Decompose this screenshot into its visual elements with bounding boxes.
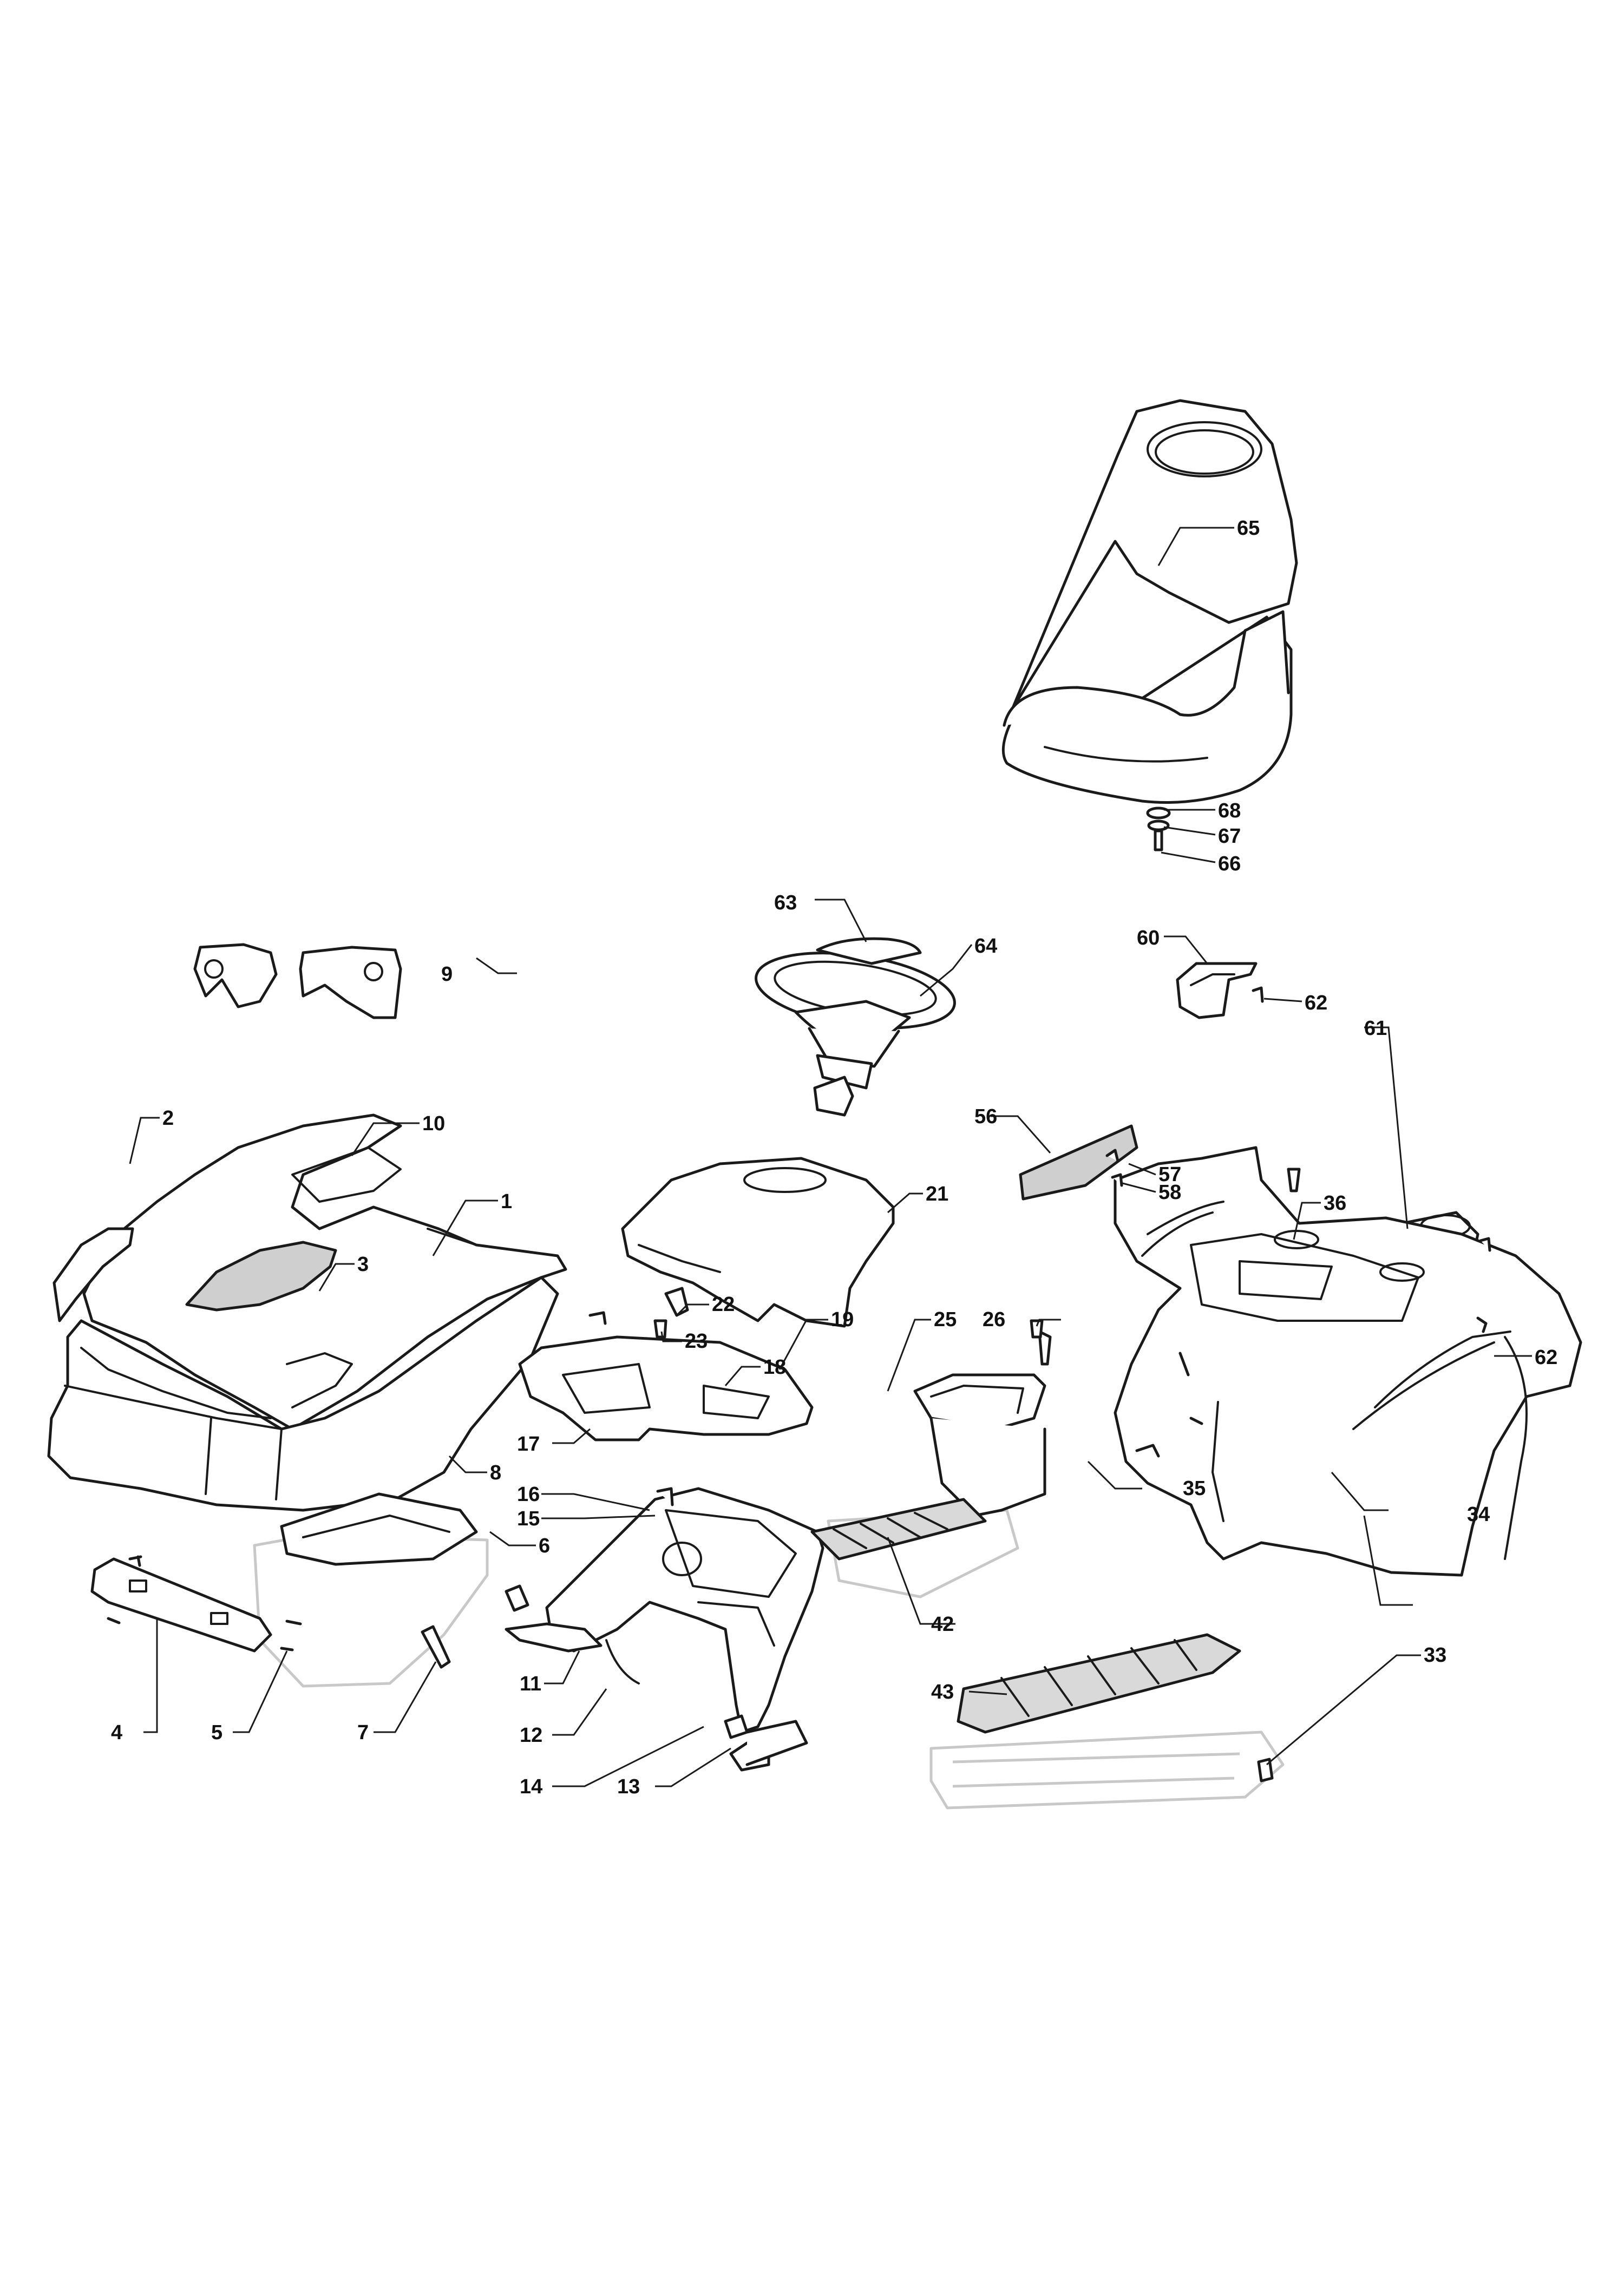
callout-56: 56 [974, 1105, 997, 1128]
callout-60: 60 [1137, 927, 1160, 949]
callout-17: 17 [517, 1433, 540, 1456]
callout-labels: 65 68 67 66 63 64 60 62 56 57 58 61 36 6… [111, 517, 1557, 1798]
callout-7: 7 [357, 1721, 369, 1744]
callout-58: 58 [1158, 1181, 1181, 1204]
callout-42: 42 [931, 1613, 954, 1636]
callout-65: 65 [1237, 517, 1260, 540]
grille-decal [193, 943, 402, 1019]
lever-cable [505, 1622, 640, 1685]
seat-hardware [1146, 807, 1171, 851]
bracket [724, 1714, 808, 1772]
callout-26: 26 [983, 1308, 1005, 1331]
callout-23: 23 [685, 1330, 708, 1353]
mounting-plate [90, 1557, 272, 1653]
callout-5: 5 [211, 1721, 222, 1744]
console-panel [545, 1487, 824, 1734]
callout-15: 15 [517, 1508, 540, 1530]
callout-14: 14 [520, 1775, 542, 1798]
callout-68: 68 [1218, 799, 1241, 822]
callout-64: 64 [974, 935, 997, 958]
battery-tray [913, 1373, 1046, 1517]
headlight-lens [185, 1241, 337, 1312]
plate-screws [107, 1555, 302, 1651]
callout-35: 35 [1183, 1477, 1206, 1500]
side-trim [53, 1227, 134, 1322]
callout-2: 2 [162, 1107, 174, 1130]
callout-62-lower: 62 [1535, 1346, 1557, 1369]
callout-11: 11 [520, 1673, 541, 1695]
callout-22: 22 [712, 1293, 735, 1316]
callout-13: 13 [617, 1775, 640, 1798]
callout-36: 36 [1324, 1192, 1346, 1215]
callout-19: 19 [831, 1308, 854, 1331]
callout-3: 3 [357, 1253, 369, 1276]
bolt [421, 1584, 529, 1669]
callout-67: 67 [1218, 825, 1241, 848]
seat [1001, 399, 1298, 804]
steering-wheel [755, 952, 956, 1117]
callout-16: 16 [517, 1483, 540, 1506]
fasteners [588, 986, 1491, 1782]
callout-43: 43 [931, 1681, 954, 1703]
floor-mat-rear [957, 1633, 1241, 1734]
callout-33: 33 [1424, 1644, 1446, 1667]
callout-1: 1 [501, 1190, 512, 1213]
shift-cover [1176, 962, 1258, 1019]
dash-panel [621, 1157, 895, 1328]
callout-4: 4 [111, 1721, 122, 1744]
steering-wheel-cap [816, 937, 922, 965]
callout-63: 63 [774, 892, 797, 914]
callout-21: 21 [926, 1183, 948, 1205]
callout-9: 9 [441, 963, 453, 986]
callout-57: 57 [1158, 1163, 1181, 1186]
front-shell [47, 1276, 559, 1512]
callout-62-upper: 62 [1305, 992, 1327, 1014]
callout-12: 12 [520, 1724, 542, 1747]
callout-18: 18 [763, 1356, 786, 1379]
callout-10: 10 [422, 1112, 445, 1135]
callout-61: 61 [1364, 1017, 1387, 1040]
callout-8: 8 [490, 1461, 501, 1484]
rear-body [1114, 1146, 1582, 1577]
callout-25: 25 [934, 1308, 957, 1331]
tool-tray [518, 1335, 814, 1441]
callout-6: 6 [539, 1535, 550, 1557]
side-decal [1019, 1124, 1138, 1201]
leader-lines [129, 527, 1532, 1787]
callout-34: 34 [1467, 1503, 1490, 1526]
grille-support [280, 1492, 478, 1566]
floor-mat-front [810, 1498, 987, 1561]
rear-body-fasteners [1038, 1168, 1488, 1425]
callout-66: 66 [1218, 853, 1241, 875]
